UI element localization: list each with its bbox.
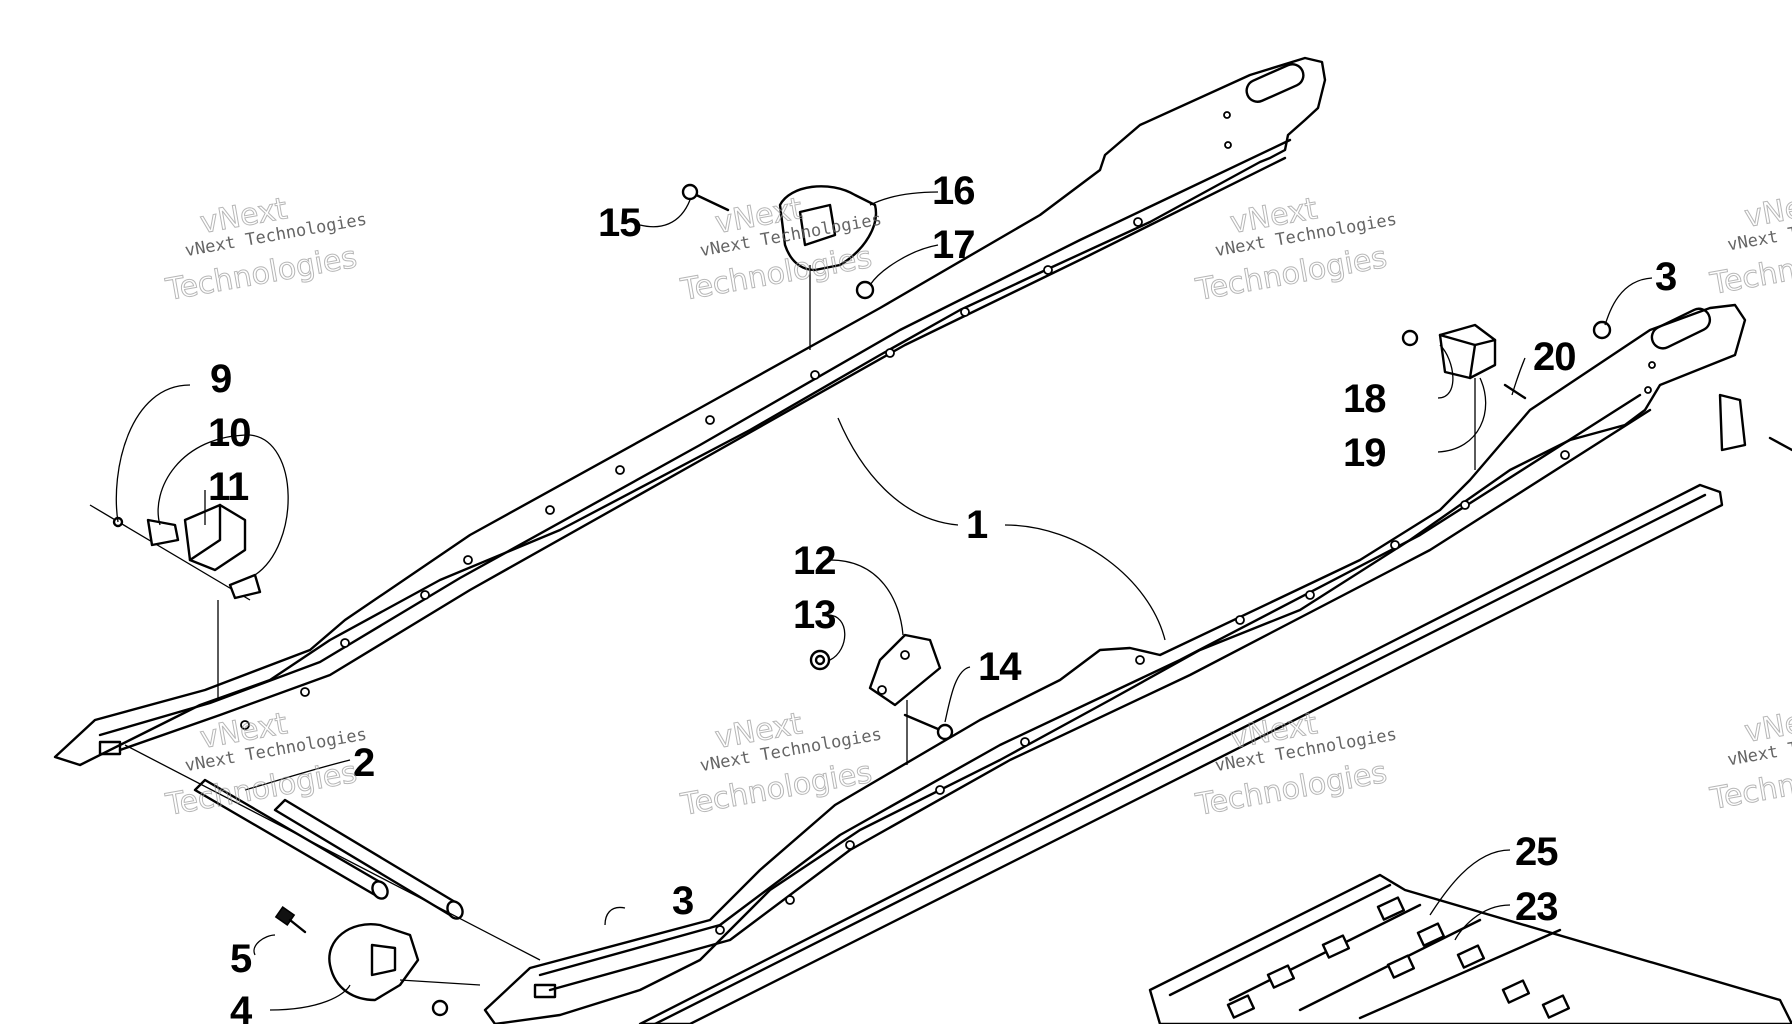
upper-slide-rail (53, 56, 1327, 767)
right-stop-block-assembly (1401, 320, 1792, 470)
callout-12: 12 (793, 539, 836, 583)
lower-slide-rail (483, 303, 1747, 1024)
callout-25: 25 (1515, 830, 1558, 874)
callout-11: 11 (208, 465, 249, 509)
callout-3-lower: 3 (672, 879, 693, 923)
callout-2: 2 (353, 741, 374, 785)
callout-10: 10 (208, 411, 251, 455)
callout-20: 20 (1533, 335, 1576, 379)
upper-bumper-assembly (681, 183, 878, 350)
watermark-3: vNext vNext Technologies Technologies (1192, 191, 1398, 309)
callout-17: 17 (932, 223, 975, 267)
cross-shafts (124, 744, 541, 961)
callout-16: 16 (932, 169, 975, 213)
middle-bracket-assembly (809, 633, 954, 765)
callout-5: 5 (230, 937, 252, 981)
callouts: 1 2 3 3 4 5 9 10 11 12 13 14 15 16 17 18… (208, 169, 1677, 1024)
callout-15: 15 (598, 201, 641, 245)
watermark-1: vNext vNext Technologies Technologies (162, 191, 368, 309)
watermark-8: vNext vNext Technologies Technologies (1707, 700, 1792, 818)
front-bumper-assembly (274, 906, 481, 1017)
callout-18: 18 (1343, 377, 1386, 421)
callout-14: 14 (978, 645, 1022, 689)
leader-lines (115, 191, 1653, 1011)
callout-13: 13 (793, 593, 836, 637)
watermark-7: vNext vNext Technologies Technologies (1192, 706, 1398, 824)
left-stop-block-assembly (89, 503, 262, 700)
callout-3-upper: 3 (1655, 255, 1676, 299)
callout-4: 4 (230, 989, 253, 1024)
track-segment (1148, 873, 1792, 1024)
callout-9: 9 (210, 357, 231, 401)
watermark-4: vNext vNext Technologies Technologies (1707, 185, 1792, 303)
callout-1: 1 (966, 503, 988, 547)
callout-23: 23 (1515, 885, 1558, 929)
wear-strip (638, 483, 1724, 1024)
callout-19: 19 (1343, 431, 1386, 475)
